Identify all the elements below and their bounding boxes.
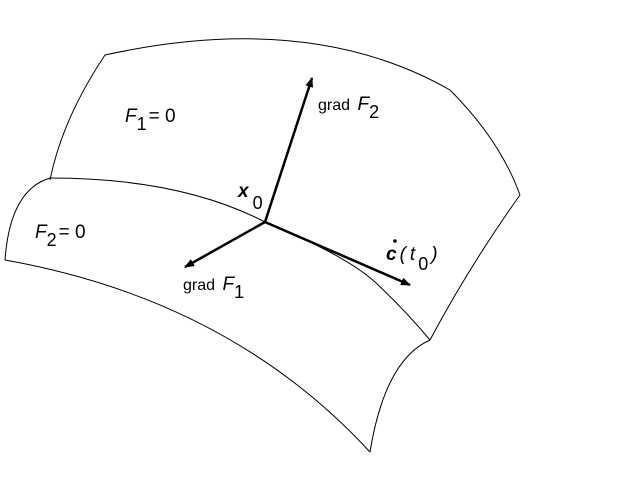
tangent-dot-accent xyxy=(393,239,397,243)
grad-f2-arrow xyxy=(263,77,314,223)
label-f2-surface: F2= 0 xyxy=(35,222,86,250)
surface-right-edge xyxy=(429,194,521,341)
grad-f1-arrow xyxy=(184,220,266,269)
tangent-arrow xyxy=(264,220,411,287)
surface-f2-lower-right-edge xyxy=(369,339,431,453)
label-grad-f1: grad F1 xyxy=(183,274,244,302)
surface-f1-top-edge xyxy=(49,38,521,196)
label-grad-f2: grad F2 xyxy=(318,94,379,122)
surface-f2-bottom-edge xyxy=(4,259,371,453)
surface-f2-left-edge xyxy=(4,177,51,261)
intersection-curve xyxy=(49,177,431,341)
label-x0: x0 xyxy=(237,181,263,213)
label-f1-surface: F1= 0 xyxy=(125,106,176,134)
